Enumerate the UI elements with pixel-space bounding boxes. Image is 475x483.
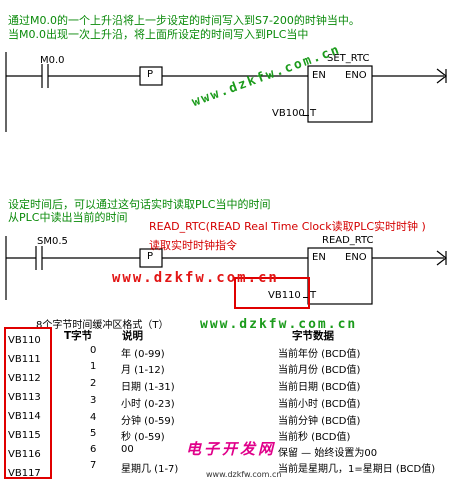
row-data: 当前月份 (BCD值) [278, 365, 361, 376]
network2-en: EN [312, 252, 326, 263]
row-data: 保留 — 始终设置为00 [278, 448, 378, 459]
network2-annotation-line1: READ_RTC(READ Real Time Clock读取PLC实时时钟 ) [149, 220, 426, 233]
network1-edge-label: P [147, 69, 154, 80]
network2-rungs [5, 236, 447, 305]
network1-param-wire [303, 115, 309, 116]
row-byte: 7 [90, 460, 97, 471]
vb-label-list: VB110 VB111 VB112 VB113 VB114 VB115 VB11… [8, 331, 41, 483]
vb-label: VB114 [8, 411, 41, 422]
vb110-highlight-box [234, 277, 310, 309]
network1-en: EN [312, 70, 326, 81]
row-desc: 年 (0-99) [121, 349, 165, 360]
vb-label: VB117 [8, 468, 41, 479]
network2-comment-line1: 设定时间后，可以通过这句话实时读取PLC当中的时间 [8, 198, 271, 211]
row-byte: 0 [90, 345, 97, 356]
row-byte: 3 [90, 395, 97, 406]
row-desc: 月 (1-12) [121, 365, 165, 376]
network1-block-name: SET_RTC [327, 53, 370, 64]
row-byte: 2 [90, 378, 97, 389]
col-header-byte: T字节 [64, 330, 93, 342]
watermark-site-2: www.dzkfw.com.cn [112, 270, 279, 286]
network2-edge-label: P [147, 251, 154, 262]
row-byte: 6 [90, 444, 97, 455]
watermark-site-3: www.dzkfw.com.cn [200, 317, 358, 332]
vb-label: VB113 [8, 392, 41, 403]
network1-eno: ENO [345, 70, 367, 81]
vb-label: VB112 [8, 373, 41, 384]
vb-label: VB116 [8, 449, 41, 460]
network1-contact-label: M0.0 [40, 55, 65, 66]
network1-comment-line1: 通过M0.0的一个上升沿将上一步设定的时间写入到S7-200的时钟当中。 [8, 14, 360, 27]
watermark-brand: 电子开发网 [186, 440, 277, 458]
row-data: 当前年份 (BCD值) [278, 349, 361, 360]
network2-annotation-line2: 读取实时时钟指令 [149, 239, 237, 252]
row-byte: 1 [90, 361, 97, 372]
vb-labels-box [4, 327, 52, 479]
network2-pin: T [310, 290, 317, 301]
row-byte: 4 [90, 412, 97, 423]
network2-eno: ENO [345, 252, 367, 263]
network1-rungs [5, 52, 447, 132]
network2-param: VB110 [268, 290, 301, 301]
network1-param: VB100 [272, 108, 305, 119]
row-data: 当前秒 (BCD值) [278, 432, 351, 443]
col-header-data: 字节数据 [292, 330, 334, 342]
vb-label: VB111 [8, 354, 41, 365]
row-desc: 00 [121, 444, 134, 455]
network2-comment-line2: 从PLC中读出当前的时间 [8, 211, 128, 224]
row-data: 当前分钟 (BCD值) [278, 416, 361, 427]
row-data: 当前日期 (BCD值) [278, 382, 361, 393]
watermark-brand-url: www.dzkfw.com.cn [206, 470, 282, 479]
row-desc: 星期几 (1-7) [121, 464, 179, 475]
network1-comment-line2: 当M0.0出现一次上升沿，将上面所设定的时间写入到PLC当中 [8, 28, 309, 41]
row-desc: 小时 (0-23) [121, 399, 175, 410]
row-data: 当前小时 (BCD值) [278, 399, 361, 410]
vb-label: VB115 [8, 430, 41, 441]
network2-block-name: READ_RTC [322, 235, 374, 246]
row-byte: 5 [90, 428, 97, 439]
row-desc: 秒 (0-59) [121, 432, 165, 443]
network1-pin: T [310, 108, 317, 119]
row-desc: 日期 (1-31) [121, 382, 175, 393]
vb-label: VB110 [8, 335, 41, 346]
row-data: 当前是星期几，1=星期日 (BCD值) [278, 464, 436, 475]
col-header-desc: 说明 [122, 330, 143, 342]
row-desc: 分钟 (0-59) [121, 416, 175, 427]
buffer-title: 8个字节时间缓冲区格式（T） [36, 320, 169, 331]
network2-param-wire [303, 297, 309, 298]
network2-contact-label: SM0.5 [37, 236, 68, 247]
